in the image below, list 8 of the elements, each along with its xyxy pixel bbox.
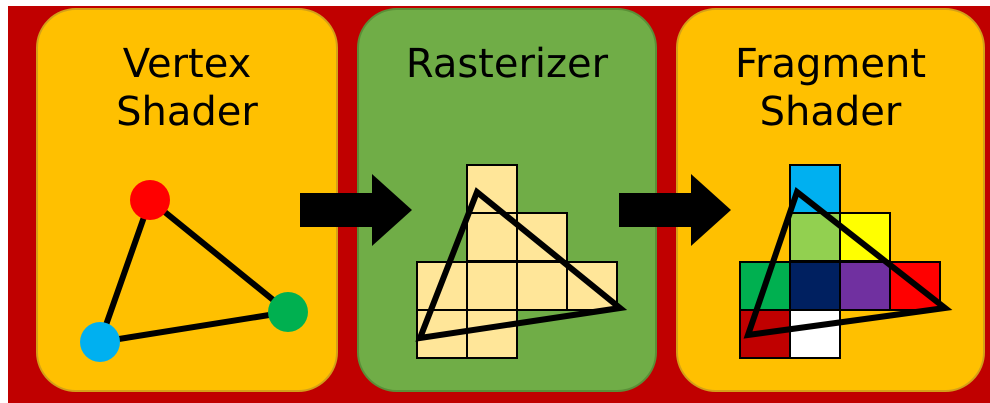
- stage-title: Vertex Shader: [115, 40, 259, 136]
- stage-box: [676, 8, 985, 392]
- arrow: [300, 174, 412, 246]
- stage-title: Rasterizer: [404, 40, 610, 88]
- stage-box: [36, 8, 338, 392]
- arrow: [619, 174, 731, 246]
- stage-box: [357, 8, 657, 392]
- stage-title: Fragment Shader: [734, 40, 928, 136]
